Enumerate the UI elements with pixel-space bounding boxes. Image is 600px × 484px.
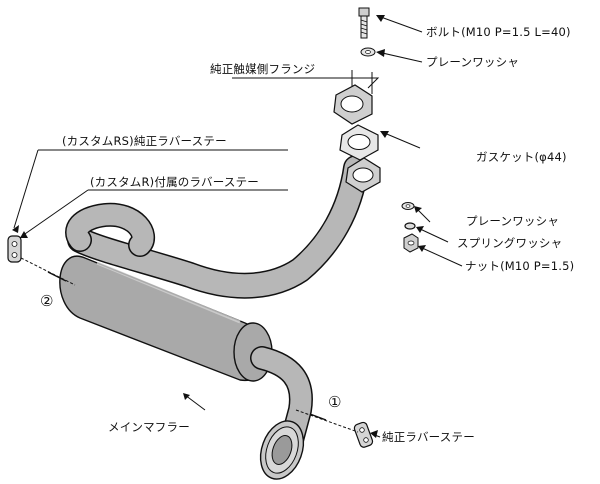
nut-label: ナット(M10 P=1.5) — [465, 259, 575, 273]
bolt-label: ボルト(M10 P=1.5 L=40) — [426, 25, 571, 39]
plain-washer-top-part — [360, 47, 376, 57]
oem-rubber-stay-label: 純正ラバーステー — [382, 430, 475, 444]
custom-r-rubber-stay-label: (カスタムR)付属のラバーステー — [90, 175, 259, 189]
arrow-heads — [12, 15, 426, 438]
marker-2: ② — [40, 292, 54, 310]
plain-washer-top-label: プレーンワッシャ — [426, 55, 520, 69]
gasket-label: ガスケット(φ44) — [476, 150, 567, 164]
tail-pipe — [250, 346, 313, 480]
oem-cat-flange-label: 純正触媒側フランジ — [210, 62, 316, 76]
exhaust-pipe — [65, 155, 369, 299]
plain-washer-bottom-part — [401, 202, 415, 210]
main-muffler-label: メインマフラー — [108, 420, 190, 434]
oem-cat-flange-part — [333, 70, 373, 125]
nut-part — [403, 233, 419, 253]
rubber-stay-left-part — [7, 235, 76, 286]
spring-washer-part — [404, 222, 416, 230]
gasket-part — [339, 124, 379, 161]
bolt-part — [358, 7, 370, 39]
plain-washer-bottom-label: プレーンワッシャ — [466, 214, 560, 228]
marker-1: ① — [328, 393, 342, 411]
rubber-stay-right-part — [295, 409, 374, 448]
custom-rs-rubber-stay-label: (カスタムRS)純正ラバーステー — [62, 134, 227, 148]
spring-washer-label: スプリングワッシャ — [457, 236, 563, 250]
leader-lines — [13, 15, 463, 438]
